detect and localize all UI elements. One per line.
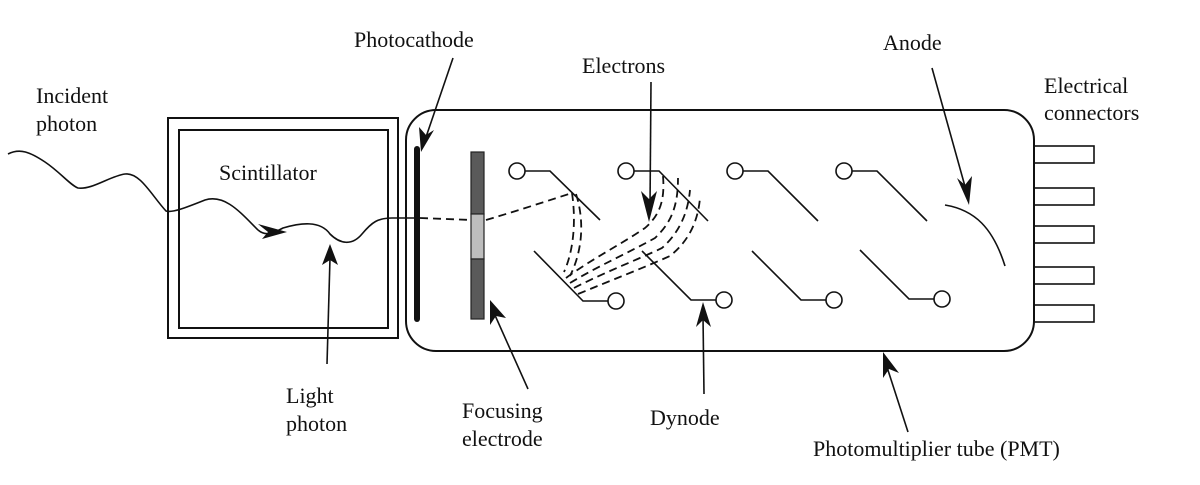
connector-pin [1033, 187, 1095, 206]
dynode-2 [533, 250, 625, 310]
anode-label: Anode [883, 30, 942, 55]
pmt-arrowhead [883, 352, 899, 378]
photocathode-label: Photocathode [354, 27, 474, 52]
photon-arrowhead [258, 224, 287, 239]
light-photon-path [257, 217, 418, 244]
scintillator-inner [178, 129, 389, 329]
photocathode-arrowhead [419, 127, 434, 152]
electrons-arrowhead [641, 191, 657, 222]
dynode-label: Dynode [650, 405, 720, 430]
scintillator-outer [167, 117, 399, 339]
light-photon-pointer [326, 257, 331, 365]
dynode-4 [641, 250, 733, 309]
electron-path-initial [419, 217, 473, 221]
focusing-electrode-label-1: Focusing [462, 398, 543, 423]
electrons-pointer [649, 81, 652, 209]
light-photon-label-2: photon [286, 411, 347, 436]
anode [944, 204, 1006, 267]
incident-photon-label-1: Incident [36, 83, 108, 108]
photocathode-pointer [424, 57, 454, 141]
connector-pin [1033, 145, 1095, 164]
electrical-connectors [1033, 145, 1095, 323]
pmt-pointer [885, 363, 909, 433]
incident-photon-label-2: photon [36, 111, 97, 136]
connector-pin [1033, 304, 1095, 323]
connector-pin [1033, 266, 1095, 285]
dynode-3 [617, 162, 709, 222]
pmt-label: Photomultiplier tube (PMT) [813, 436, 1060, 461]
anode-pointer [931, 67, 967, 191]
dynode-arrowhead [696, 302, 711, 327]
dynode-1 [508, 162, 601, 221]
focusing-electrode-arrowhead [490, 300, 506, 325]
dynode-5 [726, 162, 819, 222]
dynode-6 [751, 250, 843, 309]
light-photon-arrowhead [322, 244, 338, 265]
light-photon-label-1: Light [286, 383, 334, 408]
electrical-connectors-label-2: connectors [1044, 100, 1139, 125]
scintillator-label: Scintillator [219, 160, 317, 185]
electron-paths [485, 175, 701, 295]
photocathode [414, 146, 420, 322]
focusing-electrode-pointer [493, 312, 529, 390]
dynode-pointer [702, 315, 705, 395]
dynode-8 [859, 249, 951, 308]
electrons-label: Electrons [582, 53, 665, 78]
electrical-connectors-label-1: Electrical [1044, 73, 1128, 98]
connector-pin [1033, 225, 1095, 244]
dynode-7 [835, 162, 928, 222]
incident-photon-wave [7, 150, 259, 231]
focusing-electrode-label-2: electrode [462, 426, 543, 451]
anode-arrowhead [957, 176, 972, 205]
focusing-electrode [470, 151, 485, 320]
